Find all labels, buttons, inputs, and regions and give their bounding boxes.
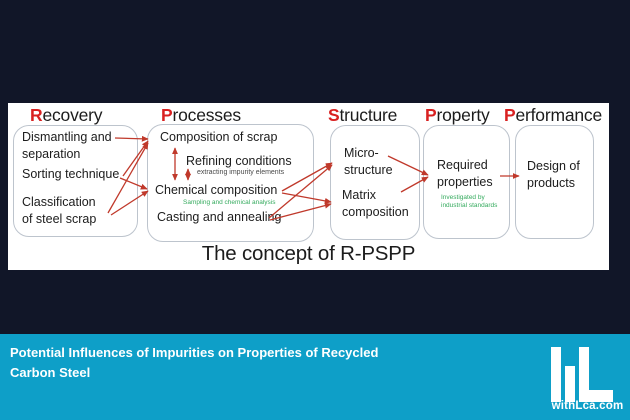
item-design-of-products: Design of products xyxy=(527,159,580,190)
column-header-performance: Performance xyxy=(504,105,602,125)
column-header-structure: Structure xyxy=(328,105,398,125)
item-casting-annealing: Casting and annealing xyxy=(157,210,282,224)
item-refining-conditions: Refining conditions xyxy=(186,154,292,168)
logo-bar-tall-left xyxy=(551,347,561,402)
withlca-logo: withLca.com xyxy=(545,347,630,415)
column-header-property: Property xyxy=(425,105,490,125)
performance-box xyxy=(515,125,594,239)
item-required-properties: Required properties xyxy=(437,158,493,189)
logo-bar-tall-right xyxy=(579,347,589,402)
item-micro-structure: Micro- structure xyxy=(344,146,393,177)
video-caption: Potential Influences of Impurities on Pr… xyxy=(10,345,379,380)
column-header-processes: Processes xyxy=(161,105,241,125)
note-sampling-analysis: Sampling and chemical analysis xyxy=(183,199,276,206)
logo-bar-foot xyxy=(579,390,613,402)
item-sorting-technique: Sorting technique xyxy=(22,167,120,181)
slide-title: The concept of R-PSPP xyxy=(201,242,416,265)
caption-bar: Potential Influences of Impurities on Pr… xyxy=(0,334,630,420)
note-industrial-standards: Investigated by industrial standards xyxy=(441,194,498,209)
item-chemical-composition: Chemical composition xyxy=(155,183,278,197)
structure-box xyxy=(330,125,420,240)
item-matrix-composition: Matrix composition xyxy=(342,188,409,219)
item-composition-of-scrap: Composition of scrap xyxy=(160,130,278,144)
column-header-recovery: Recovery xyxy=(30,105,103,125)
item-dismantling-separation: Dismantling and separation xyxy=(22,130,112,161)
logo-bar-short-mid xyxy=(565,366,575,402)
item-classification-scrap: Classification of steel scrap xyxy=(22,195,97,226)
logo-text: withLca.com xyxy=(551,400,624,412)
note-extracting-impurity: extracting impurity elements xyxy=(197,169,285,176)
rpspp-slide: Recovery Processes Structure Property Pe… xyxy=(8,103,609,270)
